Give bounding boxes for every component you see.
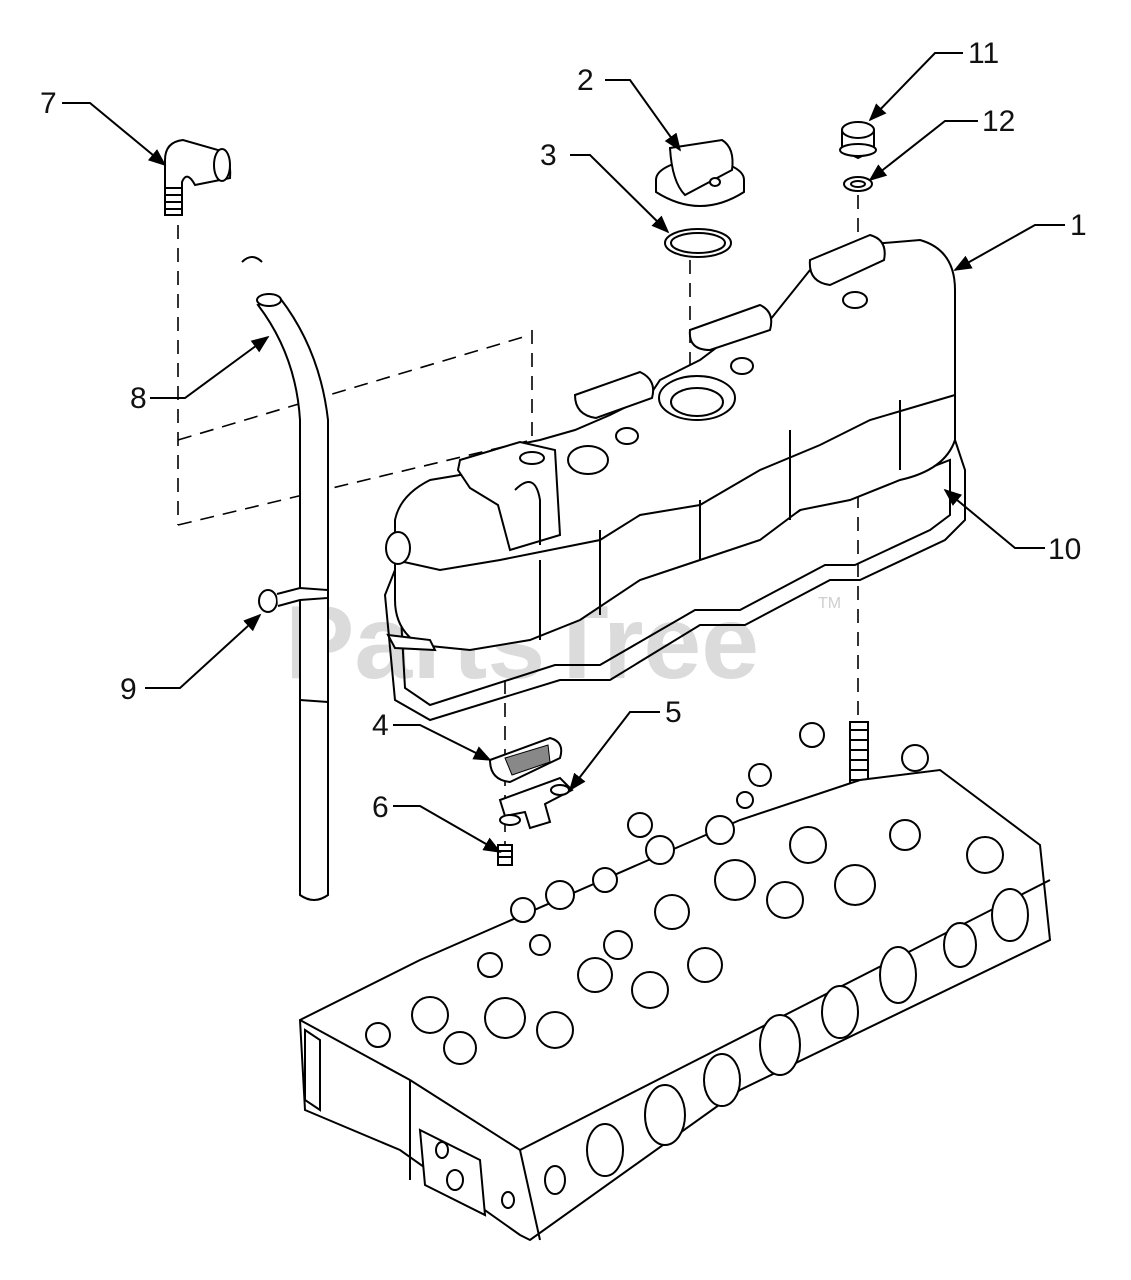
callout-12: 12: [982, 105, 1015, 138]
part-2-filler-cap: [655, 138, 745, 207]
watermark-tm: TM: [818, 595, 841, 612]
callout-5: 5: [665, 696, 682, 729]
callout-6: 6: [372, 791, 389, 824]
callout-11: 11: [968, 37, 999, 70]
part-1-valve-cover: [385, 233, 956, 652]
callout-labels: 1 2 3 4 5 6 7 8 9 10 11 12: [40, 37, 1087, 824]
callout-9: 9: [120, 673, 137, 706]
callout-3: 3: [540, 139, 557, 172]
part-5-bracket: [498, 776, 574, 830]
callout-4: 4: [372, 709, 389, 742]
callout-leaders: [62, 52, 1065, 853]
part-4-baffle: [488, 736, 563, 784]
cylinder-head: [298, 722, 1052, 1242]
callout-8: 8: [130, 382, 147, 415]
callout-7: 7: [40, 87, 57, 120]
part-7-elbow-hose: [164, 138, 232, 216]
part-11-nut: [839, 121, 877, 160]
callout-10: 10: [1048, 533, 1081, 566]
part-8-dipstick-tube: [241, 256, 329, 901]
part-12-washer: [843, 176, 873, 192]
part-9-clip: [258, 586, 329, 613]
part-6-screw: [497, 844, 513, 866]
callout-1: 1: [1070, 209, 1087, 242]
callout-2: 2: [577, 64, 594, 97]
part-3-o-ring: [664, 228, 732, 258]
